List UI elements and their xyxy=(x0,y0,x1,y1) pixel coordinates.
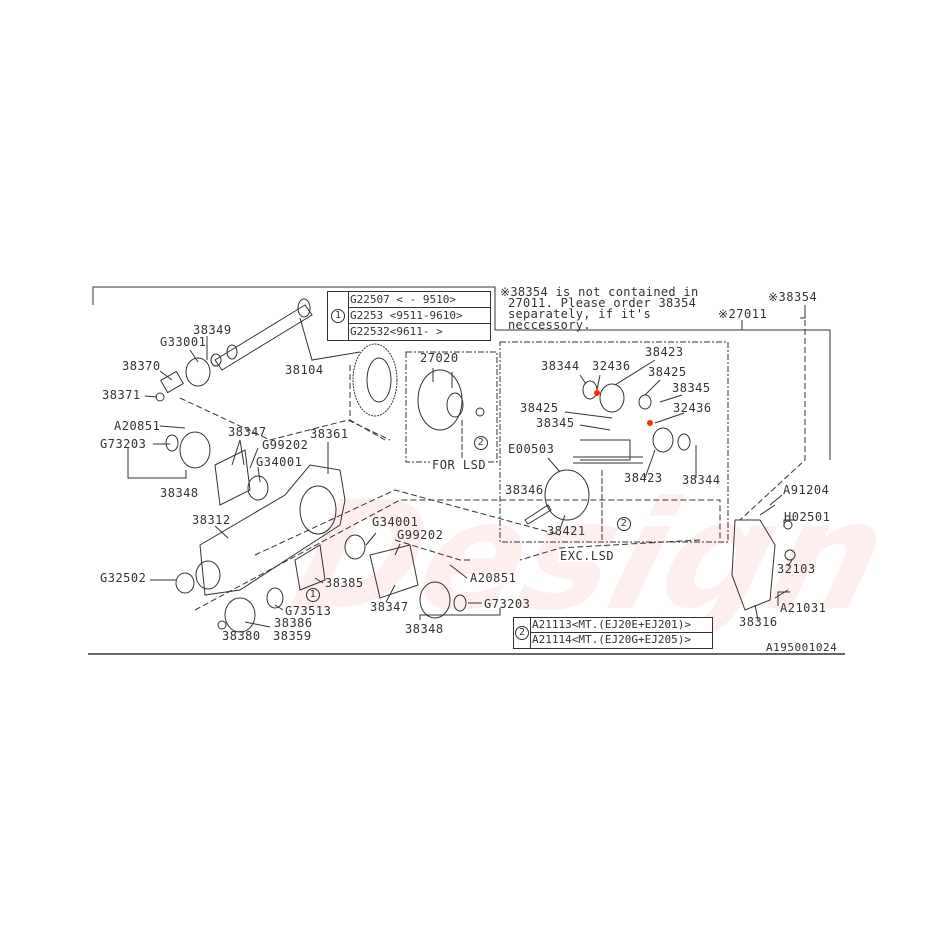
exc-lsd-box xyxy=(499,341,729,543)
lsd-diff-drawing xyxy=(417,369,485,470)
part-label[interactable]: 38371 xyxy=(102,388,141,402)
table-row: G2253 <9511-9610> xyxy=(348,308,490,324)
part-label[interactable]: G73203 xyxy=(484,597,531,611)
part-label[interactable]: 38104 xyxy=(285,363,324,377)
part-label[interactable]: 32436 xyxy=(592,359,631,373)
part-label[interactable]: 27020 xyxy=(420,351,459,365)
note-line: separately, if it's xyxy=(508,307,651,321)
note-text: ※38354 is not contained in 27011. Please… xyxy=(500,285,699,332)
part-label[interactable]: 38345 xyxy=(536,416,575,430)
part-label[interactable]: 38423 xyxy=(624,471,663,485)
ref-marker: 2 xyxy=(617,517,631,531)
part-label[interactable]: G32502 xyxy=(100,571,147,585)
part-label[interactable]: 38361 xyxy=(310,427,349,441)
diagram-code: A195001024 xyxy=(766,641,838,654)
note-line: 27011. Please order 38354 xyxy=(508,296,697,310)
part-label[interactable]: 38348 xyxy=(160,486,199,500)
part-label[interactable]: 38425 xyxy=(648,365,687,379)
leader-lines xyxy=(127,305,806,628)
part-label[interactable]: 38380 xyxy=(222,629,261,643)
part-label[interactable]: 38425 xyxy=(520,401,559,415)
table-row: G22507 < - 9510> xyxy=(348,292,490,308)
clip-32436-a xyxy=(594,390,600,396)
part-label[interactable]: A21031 xyxy=(780,601,827,615)
part-label[interactable]: 38312 xyxy=(192,513,231,527)
pinion-shaft-drawing xyxy=(155,298,313,402)
part-label[interactable]: 38348 xyxy=(405,622,444,636)
part-label[interactable]: 38421 xyxy=(547,524,586,538)
part-label[interactable]: A20851 xyxy=(470,571,517,585)
part-label[interactable]: E00503 xyxy=(508,442,555,456)
part-label[interactable]: G34001 xyxy=(256,455,303,469)
table-row: A21114<MT.(EJ20G+EJ205)> xyxy=(532,633,691,646)
table-marker: 2 xyxy=(514,618,531,648)
ref-marker: 2 xyxy=(474,436,488,450)
part-label[interactable]: G99202 xyxy=(397,528,444,542)
part-label[interactable]: 38344 xyxy=(682,473,721,487)
guide-lines xyxy=(179,320,806,611)
for-lsd-box xyxy=(405,351,498,463)
part-label[interactable]: G34001 xyxy=(372,515,419,529)
part-label[interactable]: 38347 xyxy=(370,600,409,614)
clip-32436-b xyxy=(647,420,653,426)
part-label[interactable]: G99202 xyxy=(262,438,309,452)
part-label[interactable]: 38347 xyxy=(228,425,267,439)
part-label[interactable]: A91204 xyxy=(783,483,830,497)
part-label[interactable]: 38316 xyxy=(739,615,778,629)
ring-gear-drawing xyxy=(352,343,398,417)
part-label[interactable]: 38370 xyxy=(122,359,161,373)
part-label[interactable]: 38346 xyxy=(505,483,544,497)
table-marker: 1 xyxy=(328,292,349,340)
table-row: A21113<MT.(EJ20E+EJ201)> xyxy=(530,618,712,633)
part-label[interactable]: 32103 xyxy=(777,562,816,576)
table-row: G22532<9611- > xyxy=(350,325,443,338)
note-line: ※38354 is not contained in xyxy=(500,285,699,299)
for-lsd-label: FOR LSD xyxy=(430,458,489,472)
part-label[interactable]: 38344 xyxy=(541,359,580,373)
note-line: neccessory. xyxy=(508,318,591,332)
part-label[interactable]: 38359 xyxy=(273,629,312,643)
rear-cover-drawing xyxy=(731,504,796,611)
ref-marker: 1 xyxy=(306,588,320,602)
variant-table-1: 1 G22507 < - 9510> G2253 <9511-9610> G22… xyxy=(327,291,491,341)
part-label[interactable]: 32436 xyxy=(673,401,712,415)
part-label[interactable]: 38386 xyxy=(274,616,313,630)
part-label[interactable]: 38385 xyxy=(325,576,364,590)
exc-lsd-label: EXC.LSD xyxy=(558,549,617,563)
part-label[interactable]: G73203 xyxy=(100,437,147,451)
part-label[interactable]: ※27011 xyxy=(718,307,768,321)
part-label[interactable]: 38349 xyxy=(193,323,232,337)
part-label[interactable]: A20851 xyxy=(114,419,161,433)
part-label[interactable]: ※38354 xyxy=(768,290,818,304)
variant-table-2: 2 A21113<MT.(EJ20E+EJ201)> A21114<MT.(EJ… xyxy=(513,617,713,649)
part-label[interactable]: G73513 xyxy=(285,604,332,618)
part-label[interactable]: 38345 xyxy=(672,381,711,395)
frame-line xyxy=(92,286,831,460)
part-label[interactable]: H02501 xyxy=(784,510,831,524)
part-label[interactable]: 38423 xyxy=(645,345,684,359)
part-label[interactable]: G33001 xyxy=(160,335,207,349)
